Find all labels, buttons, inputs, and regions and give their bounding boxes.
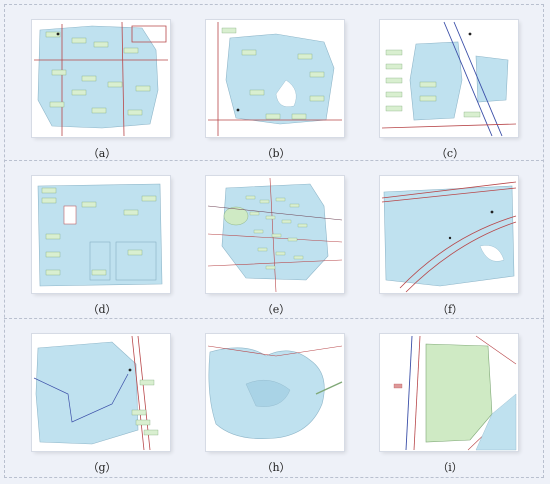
panel-caption: （d） bbox=[87, 303, 117, 316]
row-separator bbox=[4, 318, 544, 319]
map-thumbnail-g[interactable] bbox=[32, 334, 170, 451]
figure-frame bbox=[4, 4, 544, 478]
panel-caption: （f） bbox=[436, 303, 464, 316]
map-thumbnail-i[interactable] bbox=[380, 334, 518, 451]
panel-caption: （i） bbox=[437, 461, 463, 474]
map-thumbnail-b[interactable] bbox=[206, 20, 344, 137]
map-thumbnail-c[interactable] bbox=[380, 20, 518, 137]
panel-caption: （c） bbox=[435, 147, 465, 160]
map-thumbnail-f[interactable] bbox=[380, 176, 518, 293]
panel-c: （c） bbox=[360, 12, 540, 162]
panel-g: （g） bbox=[12, 326, 192, 476]
panel-i: （i） bbox=[360, 326, 540, 476]
panel-b: （b） bbox=[186, 12, 366, 162]
panel-caption: （g） bbox=[87, 461, 117, 474]
map-thumbnail-a[interactable] bbox=[32, 20, 170, 137]
panel-h: （h） bbox=[186, 326, 366, 476]
panel-caption: （e） bbox=[261, 303, 291, 316]
map-thumbnail-h[interactable] bbox=[206, 334, 344, 451]
panel-caption: （b） bbox=[261, 147, 291, 160]
panel-caption: （a） bbox=[87, 147, 117, 160]
panel-caption: （h） bbox=[261, 461, 291, 474]
row-separator bbox=[4, 160, 544, 161]
panel-f: （f） bbox=[360, 168, 540, 318]
map-thumbnail-d[interactable] bbox=[32, 176, 170, 293]
panel-d: （d） bbox=[12, 168, 192, 318]
panel-e: （e） bbox=[186, 168, 366, 318]
map-thumbnail-e[interactable] bbox=[206, 176, 344, 293]
panel-a: （a） bbox=[12, 12, 192, 162]
